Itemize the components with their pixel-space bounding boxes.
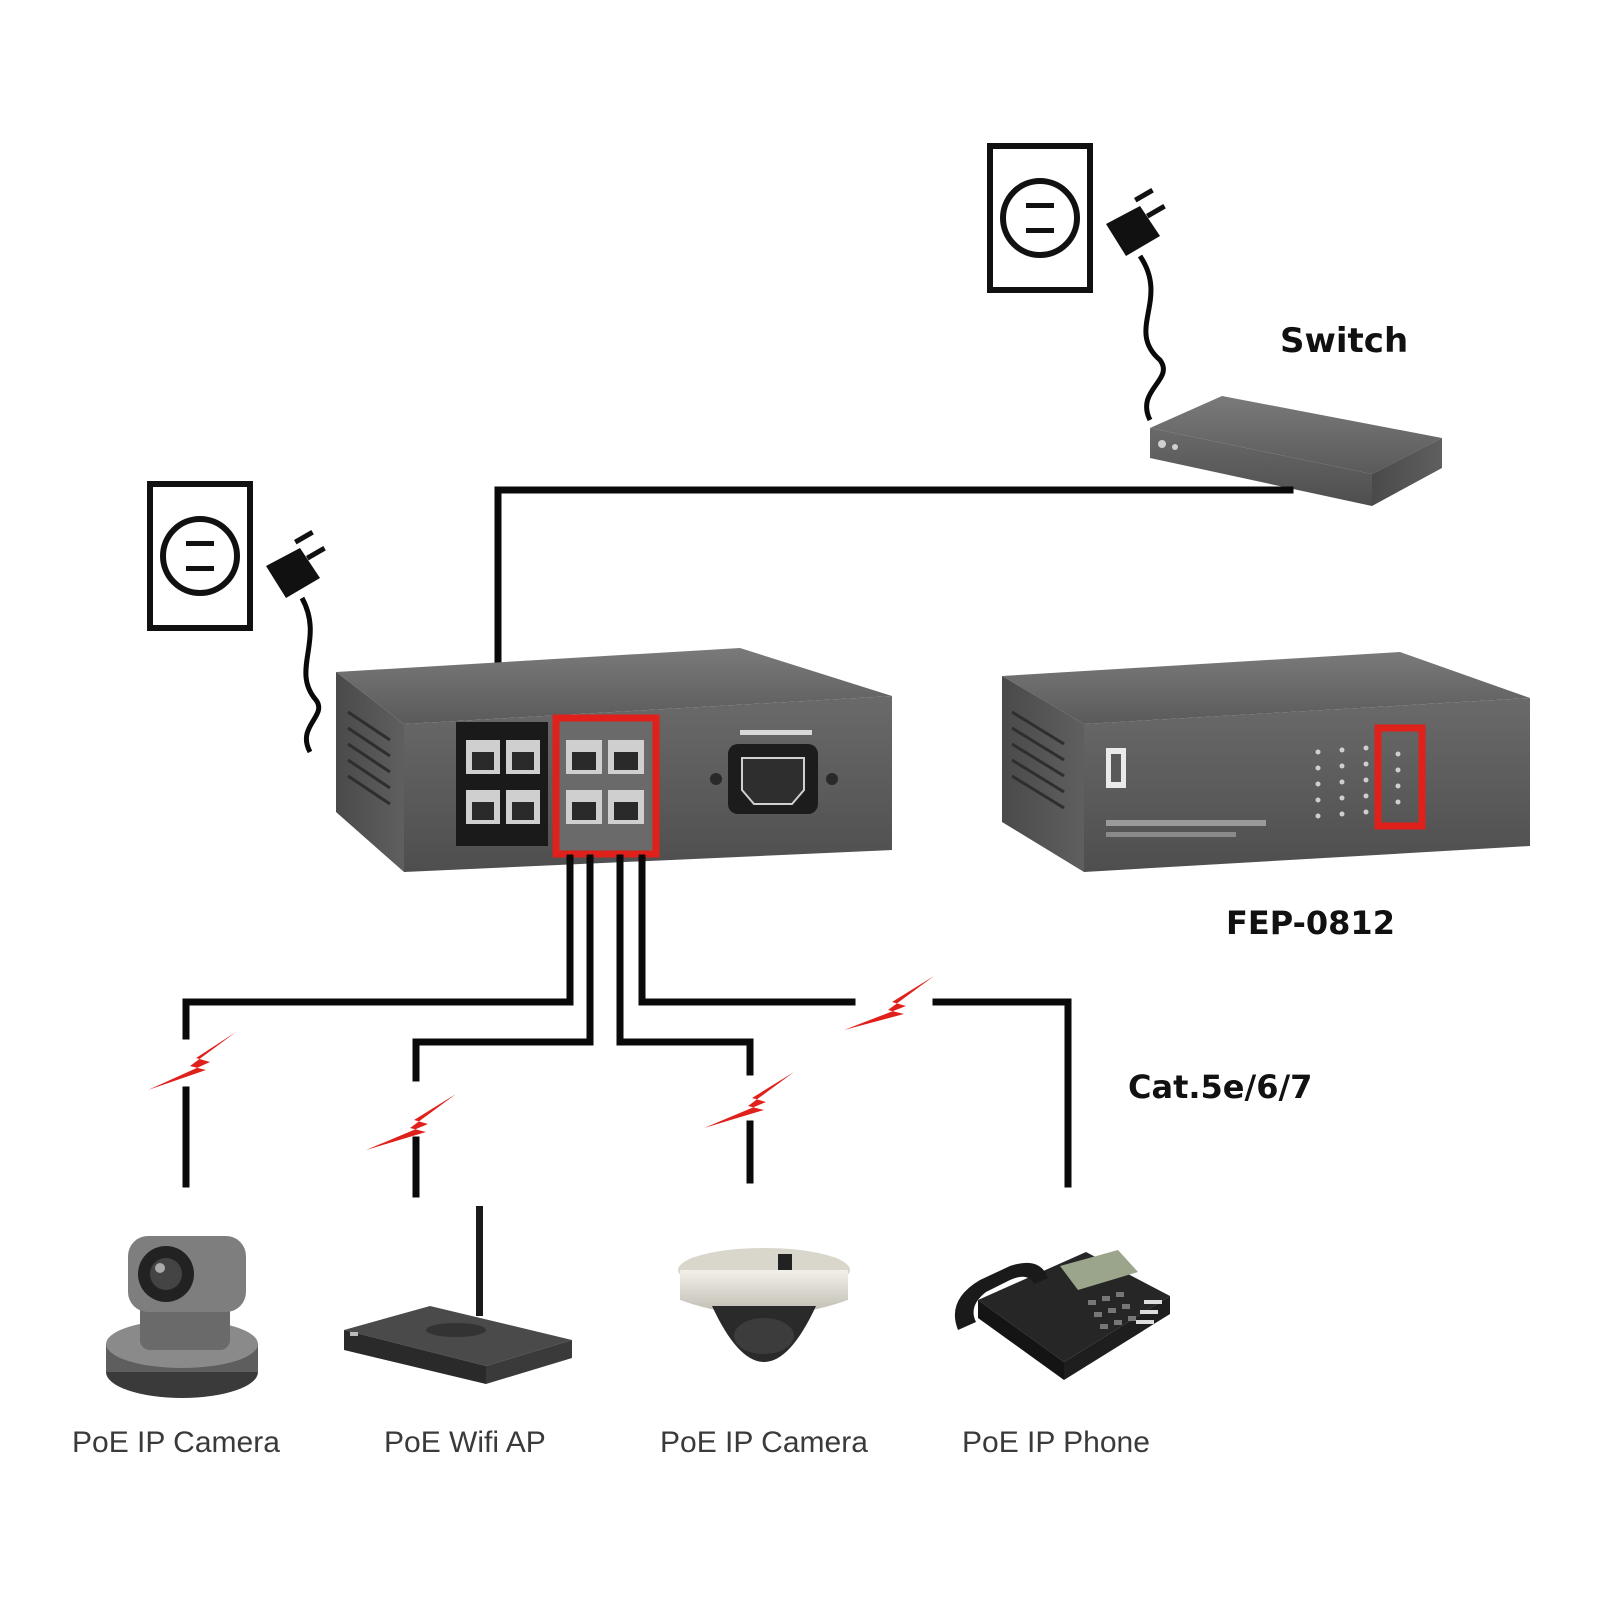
uplink-cable (494, 486, 1294, 708)
device-label: PoE IP Phone (962, 1426, 1150, 1459)
lightning-bolt-icon (844, 976, 934, 1030)
fep-0812-product-icon (1002, 652, 1530, 872)
poe-switch-icon (336, 648, 892, 872)
device-label: PoE IP Camera (72, 1426, 280, 1459)
ptz-camera-icon (106, 1236, 258, 1398)
power-outlet-icon (147, 481, 253, 631)
lightning-bolt-icon (366, 1094, 456, 1150)
lightning-bolt-icon (148, 1032, 236, 1090)
switch-label: Switch (1280, 321, 1408, 361)
device-label: PoE Wifi AP (384, 1426, 546, 1459)
lightning-bolt-icon (704, 1072, 794, 1128)
device-label: PoE IP Camera (660, 1426, 868, 1459)
power-outlet-icon (987, 143, 1093, 293)
power-plug-icon (1106, 188, 1166, 422)
wifi-router-icon (344, 1206, 572, 1384)
poe-cables (182, 854, 1072, 1198)
power-plug-icon (266, 530, 326, 754)
ip-phone-icon (954, 1250, 1170, 1380)
dome-camera-icon (678, 1248, 850, 1362)
cable-type-label: Cat.5e/6/7 (1128, 1068, 1312, 1106)
model-label: FEP-0812 (1226, 904, 1395, 942)
